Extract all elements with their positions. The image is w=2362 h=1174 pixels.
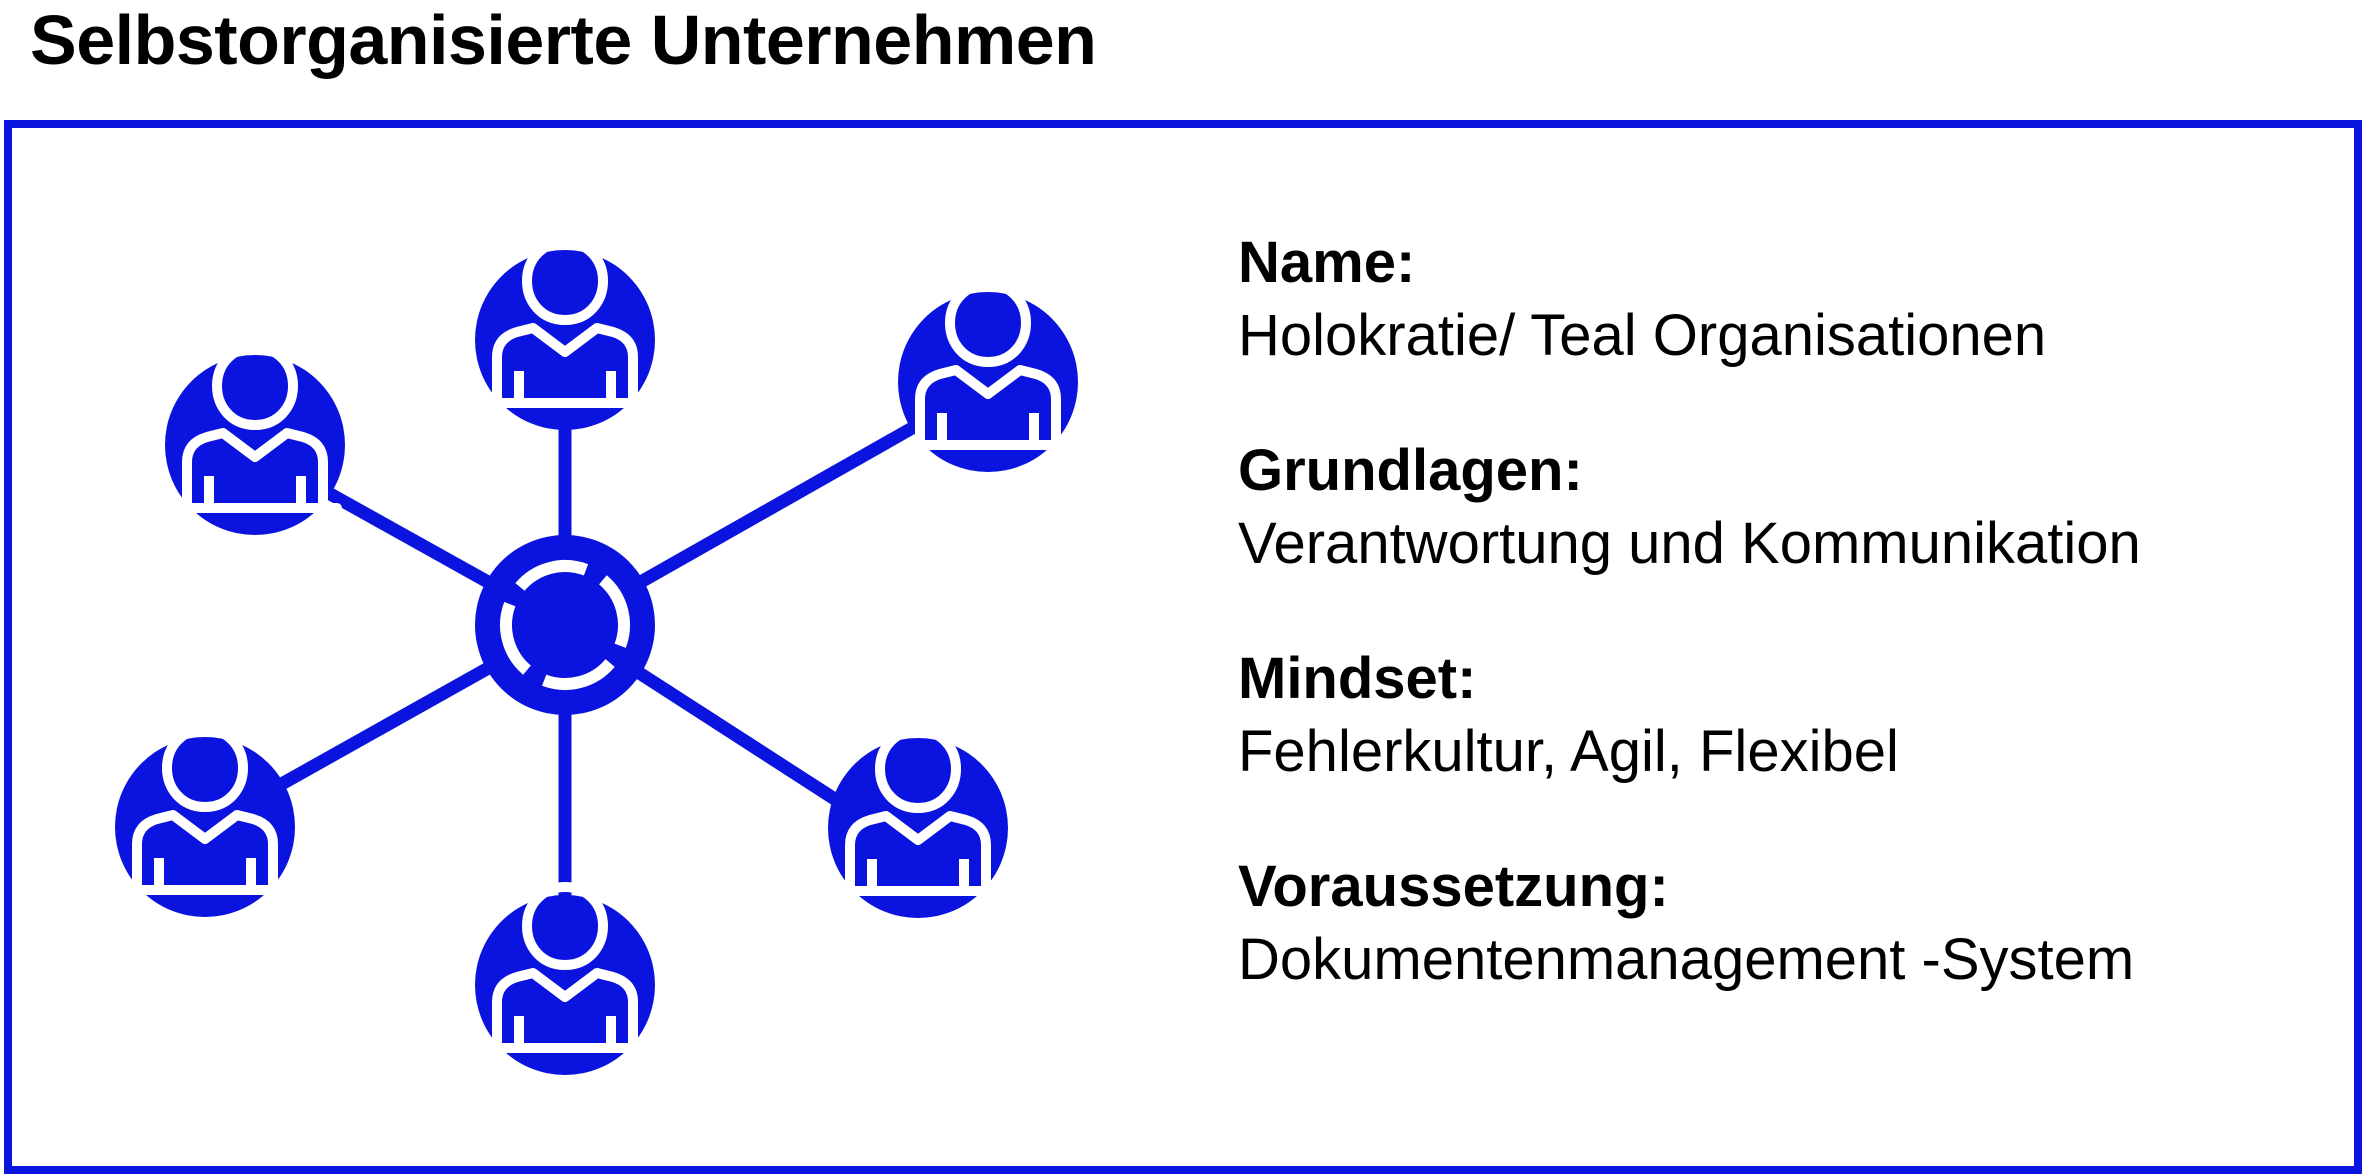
page-title: Selbstorganisierte Unternehmen xyxy=(30,1,1097,79)
info-grundlagen: Grundlagen: Verantwortung und Kommunikat… xyxy=(1238,436,2318,581)
info-voraussetzung: Voraussetzung: Dokumentenmanagement -Sys… xyxy=(1238,852,2318,997)
info-mindset-value: Fehlerkultur, Agil, Flexibel xyxy=(1238,719,1899,784)
info-grundlagen-label: Grundlagen: xyxy=(1238,438,1583,503)
person-node-top xyxy=(475,242,655,430)
content-frame xyxy=(4,120,2362,1174)
info-name-value: Holokratie/ Teal Organisationen xyxy=(1238,303,2047,368)
person-node-upper-left xyxy=(165,347,345,535)
info-voraussetzung-value: Dokumentenmanagement -System xyxy=(1238,927,2135,992)
person-node-lower-left xyxy=(115,729,295,917)
person-node-bottom xyxy=(475,887,655,1075)
info-panel: Name: Holokratie/ Teal Organisationen Gr… xyxy=(1238,228,2318,1060)
info-mindset: Mindset: Fehlerkultur, Agil, Flexibel xyxy=(1238,644,2318,789)
person-node-lower-right xyxy=(828,730,1008,918)
info-name-label: Name: xyxy=(1238,230,1416,295)
network-diagram xyxy=(115,0,1078,1075)
info-grundlagen-value: Verantwortung und Kommunikation xyxy=(1238,511,2141,576)
hub-icon xyxy=(475,535,655,715)
info-name: Name: Holokratie/ Teal Organisationen xyxy=(1238,228,2318,373)
info-voraussetzung-label: Voraussetzung: xyxy=(1238,854,1669,919)
person-node-upper-right xyxy=(898,284,1078,472)
info-mindset-label: Mindset: xyxy=(1238,646,1477,711)
